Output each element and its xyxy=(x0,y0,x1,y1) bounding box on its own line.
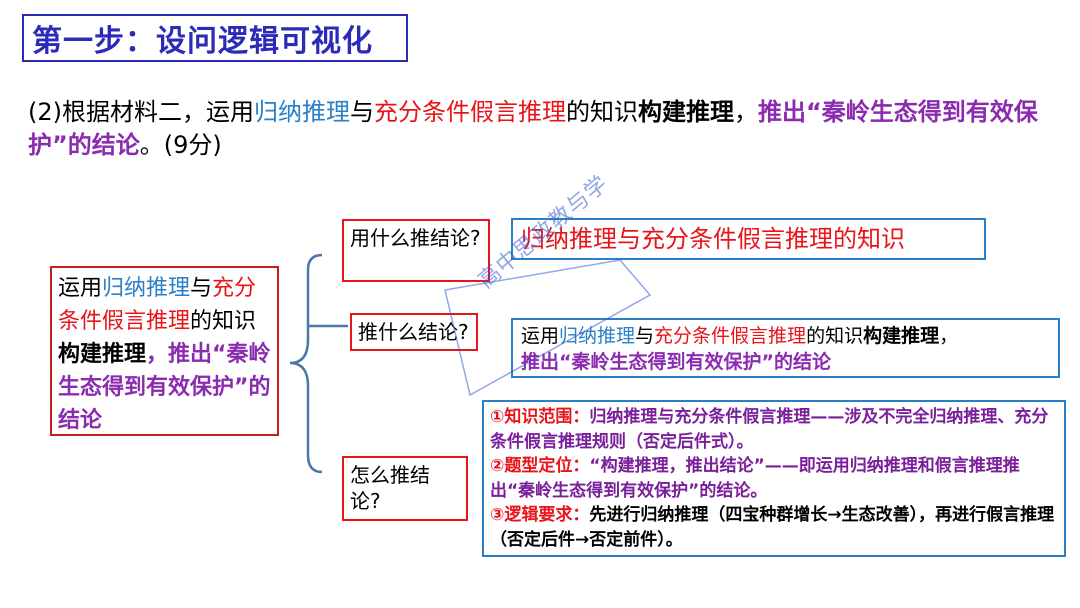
statement-comma: ， xyxy=(146,342,169,367)
question-how-to-derive: 怎么推结论? xyxy=(342,456,468,521)
method-type-label: ②题型定位： xyxy=(490,456,590,476)
branch-bracket xyxy=(290,253,348,474)
method-logic-label: ③逻辑要求： xyxy=(490,505,590,525)
answer-conclusion: 推出“秦岭生态得到有效保护”的结论 xyxy=(521,351,831,373)
statement-term-conditional: 充分条件假言推理 xyxy=(58,276,257,334)
question-prefix: (2)根据材料二，运用 xyxy=(28,98,254,126)
main-statement-box: 运用归纳推理与充分条件假言推理的知识构建推理，推出“秦岭生态得到有效保护”的结论 xyxy=(50,266,279,436)
method-scope-text: 归纳推理与充分条件假言推理——涉及不完全归纳推理、充分条件假言推理规则（否定后件… xyxy=(490,407,1049,452)
question-how-to-derive-label: 怎么推结论? xyxy=(350,463,430,513)
method-logic-text: 先进行归纳推理（四宝种群增长→生态改善），再进行假言推理（否定后件→否定前件）。 xyxy=(490,505,1055,550)
answer-comma: ， xyxy=(939,325,959,347)
answer-prefix: 运用 xyxy=(521,325,560,347)
statement-knowledge: 的知识 xyxy=(190,309,257,334)
question-what-to-use: 用什么推结论? xyxy=(342,219,490,282)
answer-knowledge: 的知识 xyxy=(806,325,864,347)
question-what-conclusion-label: 推什么结论? xyxy=(358,320,469,344)
question-term-induction: 归纳推理 xyxy=(254,98,350,126)
method-scope-label: ①知识范围： xyxy=(490,407,590,427)
answer-knowledge-text: 归纳推理与充分条件假言推理的知识 xyxy=(521,225,905,253)
slide-title: 第一步：设问逻辑可视化 xyxy=(32,24,373,59)
method-type-text: “构建推理，推出结论”——即运用归纳推理和假言推理推出“秦岭生态得到有效保护”的… xyxy=(490,456,1020,501)
question-build: 构建推理 xyxy=(638,98,734,126)
question-term-conditional: 充分条件假言推理 xyxy=(374,98,566,126)
method-item-type: ②题型定位：“构建推理，推出结论”——即运用归纳推理和假言推理推出“秦岭生态得到… xyxy=(490,454,1058,503)
question-what-conclusion: 推什么结论? xyxy=(350,313,478,351)
question-suffix: 。(9分) xyxy=(139,131,222,159)
statement-prefix: 运用 xyxy=(58,276,103,301)
answer-term-induction: 归纳推理 xyxy=(559,325,636,347)
method-item-logic: ③逻辑要求：先进行归纳推理（四宝种群增长→生态改善），再进行假言推理（否定后件→… xyxy=(490,503,1058,552)
watermark-frame xyxy=(444,259,652,397)
statement-build: 构建推理 xyxy=(58,342,147,367)
answer-term-conditional: 充分条件假言推理 xyxy=(654,325,807,347)
question-conclusion: 推出“秦岭生态得到有效保护”的结论 xyxy=(28,98,1038,159)
statement-term-induction: 归纳推理 xyxy=(102,276,191,301)
answer-connector: 与 xyxy=(635,325,655,347)
answer-knowledge-box: 归纳推理与充分条件假言推理的知识 xyxy=(511,218,986,260)
question-comma: ， xyxy=(734,98,758,126)
question-connector: 与 xyxy=(350,98,374,126)
question-knowledge: 的知识 xyxy=(566,98,638,126)
method-item-scope: ①知识范围：归纳推理与充分条件假言推理——涉及不完全归纳推理、充分条件假言推理规… xyxy=(490,405,1058,454)
answer-method-box: ①知识范围：归纳推理与充分条件假言推理——涉及不完全归纳推理、充分条件假言推理规… xyxy=(482,400,1066,557)
question-what-to-use-label: 用什么推结论? xyxy=(350,226,481,250)
statement-conclusion: 推出“秦岭生态得到有效保护”的结论 xyxy=(58,342,271,433)
statement-connector: 与 xyxy=(190,276,213,301)
answer-conclusion-box: 运用归纳推理与充分条件假言推理的知识构建推理， 推出“秦岭生态得到有效保护”的结论 xyxy=(511,318,1060,378)
slide-title-box: 第一步：设问逻辑可视化 xyxy=(22,14,408,62)
answer-build: 构建推理 xyxy=(863,325,940,347)
question-text: (2)根据材料二，运用归纳推理与充分条件假言推理的知识构建推理，推出“秦岭生态得… xyxy=(28,96,1058,162)
